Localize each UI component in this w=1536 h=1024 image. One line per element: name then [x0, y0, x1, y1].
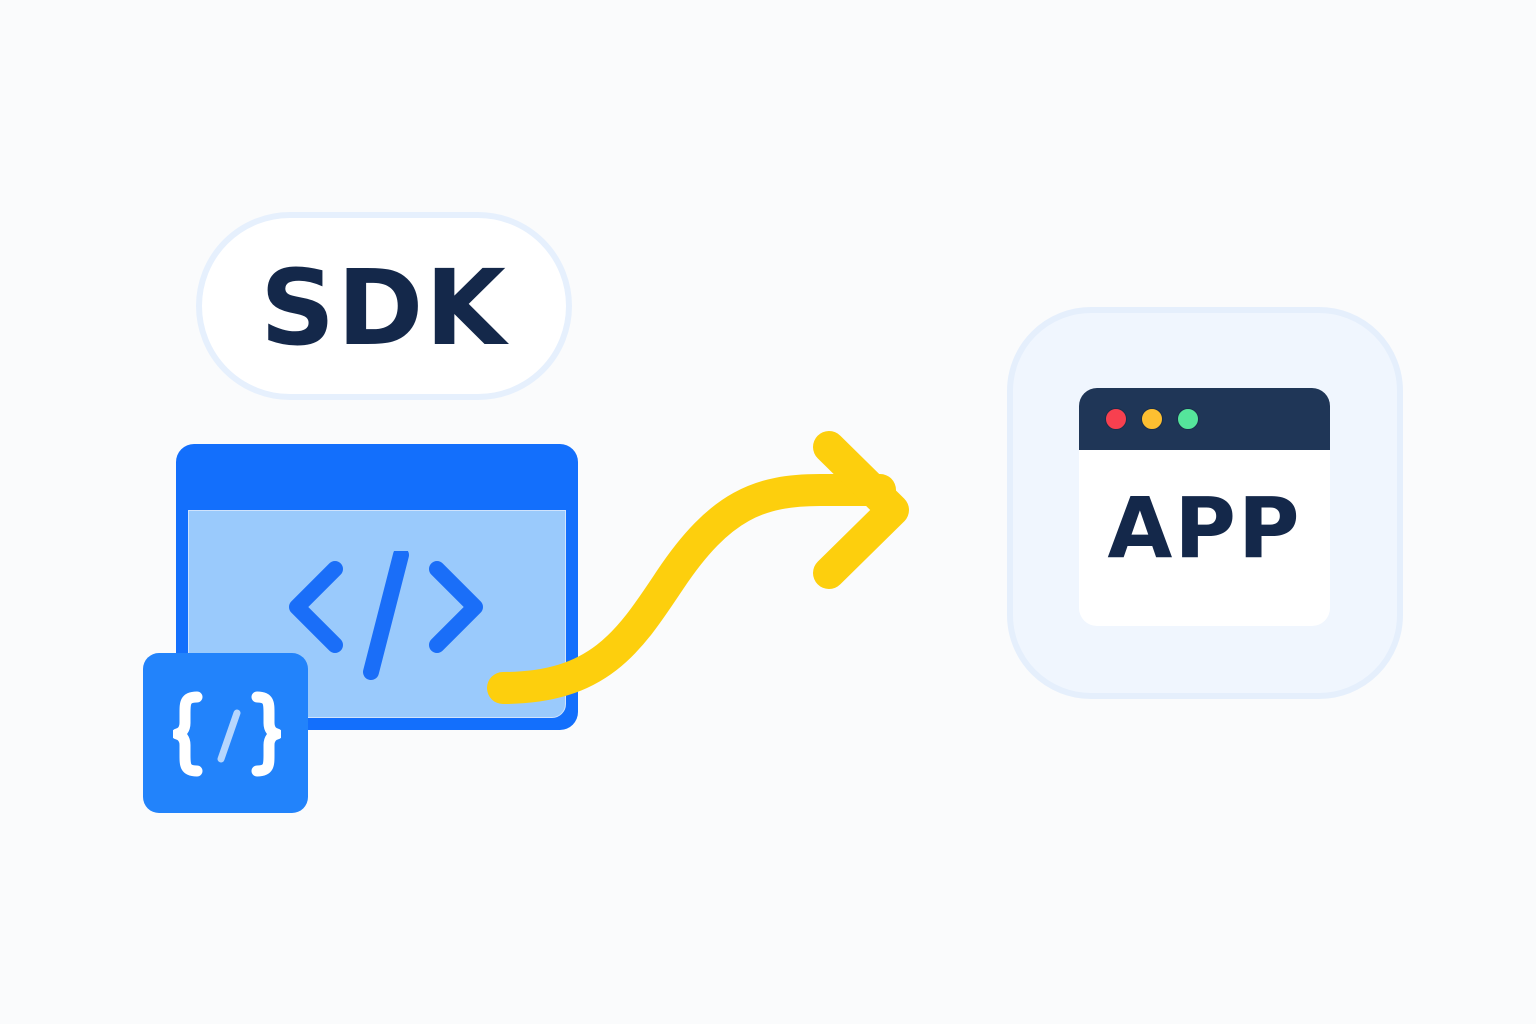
- sdk-label-pill: SDK: [196, 212, 572, 400]
- app-label: APP: [1107, 479, 1302, 577]
- browser-window-icon: APP: [1079, 388, 1330, 626]
- sdk-label: SDK: [260, 247, 508, 369]
- app-window-titlebar: [1079, 388, 1330, 450]
- curly-braces-code-icon: [173, 691, 281, 777]
- minimize-dot-icon: [1141, 408, 1163, 430]
- maximize-dot-icon: [1177, 408, 1199, 430]
- curly-braces-badge: [143, 653, 308, 813]
- code-tag-icon: [289, 551, 483, 680]
- close-dot-icon: [1105, 408, 1127, 430]
